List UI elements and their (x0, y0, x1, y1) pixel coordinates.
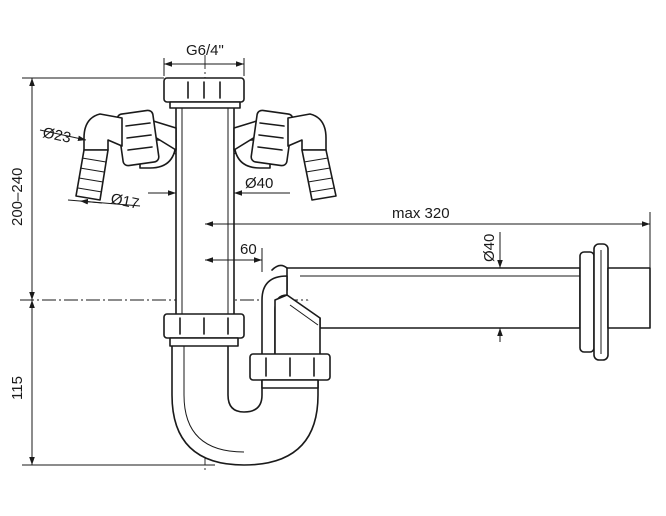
outlet-nut (249, 353, 331, 389)
label-offset: 60 (240, 241, 257, 258)
wall-rosette (579, 243, 651, 361)
label-hose-inner: Ø17 (109, 190, 140, 213)
dimension-max-length (205, 212, 651, 268)
dimension-offset (205, 248, 263, 272)
label-hose-outer: Ø23 (41, 124, 72, 147)
label-thread: G6/4" (186, 42, 224, 59)
label-max-length: max 320 (392, 205, 450, 222)
top-nut (163, 77, 245, 109)
label-height-upper: 200–240 (9, 168, 26, 226)
right-hose-connector (233, 109, 337, 201)
dimension-height-upper (22, 77, 164, 300)
vertical-pipe (175, 101, 235, 319)
left-hose-connector (75, 109, 177, 201)
dimension-height-lower (22, 300, 215, 466)
dimension-hose (39, 129, 141, 207)
label-pipe-diameter: Ø40 (245, 175, 273, 192)
label-outlet-diameter: Ø40 (481, 234, 498, 262)
dimension-thread (163, 58, 245, 76)
middle-nut (163, 313, 245, 347)
label-height-lower: 115 (9, 376, 26, 400)
